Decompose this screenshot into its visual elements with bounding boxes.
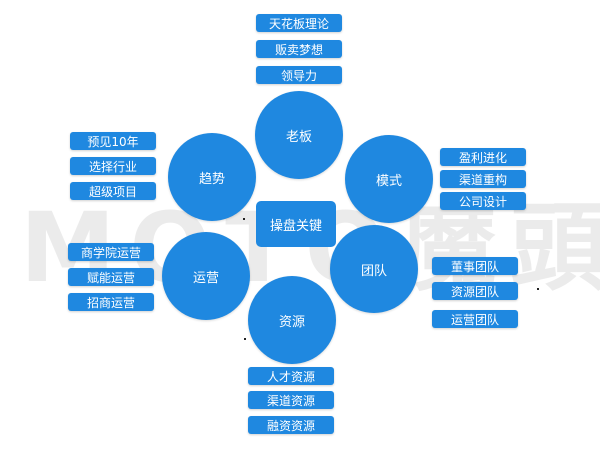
- operation-item-1: 商学院运营: [68, 243, 154, 261]
- boss-item-2: 贩卖梦想: [256, 40, 342, 58]
- node-resources-label: 资源: [278, 314, 305, 330]
- dot-marker: [243, 218, 245, 220]
- team-item-3: 运营团队: [432, 310, 518, 328]
- node-model: 模式: [345, 135, 433, 223]
- node-trend-label: 趋势: [198, 171, 225, 187]
- model-item-3: 公司设计: [440, 192, 526, 210]
- operation-item-2: 赋能运营: [68, 268, 154, 286]
- team-item-2: 资源团队: [432, 282, 518, 300]
- trend-item-1: 预见10年: [70, 132, 156, 150]
- node-boss: 老板: [255, 91, 343, 179]
- team-item-1: 董事团队: [432, 257, 518, 275]
- trend-item-2: 选择行业: [70, 157, 156, 175]
- node-resources: 资源: [248, 276, 336, 364]
- center-key-label: 操盘关键: [269, 218, 322, 234]
- node-model-label: 模式: [375, 173, 402, 189]
- node-trend: 趋势: [168, 133, 256, 221]
- boss-item-1: 天花板理论: [256, 14, 342, 32]
- node-operation-label: 运营: [192, 270, 219, 286]
- node-team-label: 团队: [360, 263, 387, 279]
- boss-item-3: 领导力: [256, 66, 342, 84]
- model-item-1: 盈利进化: [440, 148, 526, 166]
- model-item-2: 渠道重构: [440, 170, 526, 188]
- node-operation: 运营: [162, 232, 250, 320]
- dot-marker: [537, 288, 539, 290]
- resources-item-2: 渠道资源: [248, 391, 334, 409]
- node-team: 团队: [330, 225, 418, 313]
- center-key: 操盘关键: [256, 201, 336, 247]
- dot-marker: [244, 338, 246, 340]
- resources-item-3: 融资资源: [248, 416, 334, 434]
- trend-item-3: 超级项目: [70, 182, 156, 200]
- operation-item-3: 招商运营: [68, 293, 154, 311]
- resources-item-1: 人才资源: [248, 367, 334, 385]
- node-boss-label: 老板: [285, 129, 312, 145]
